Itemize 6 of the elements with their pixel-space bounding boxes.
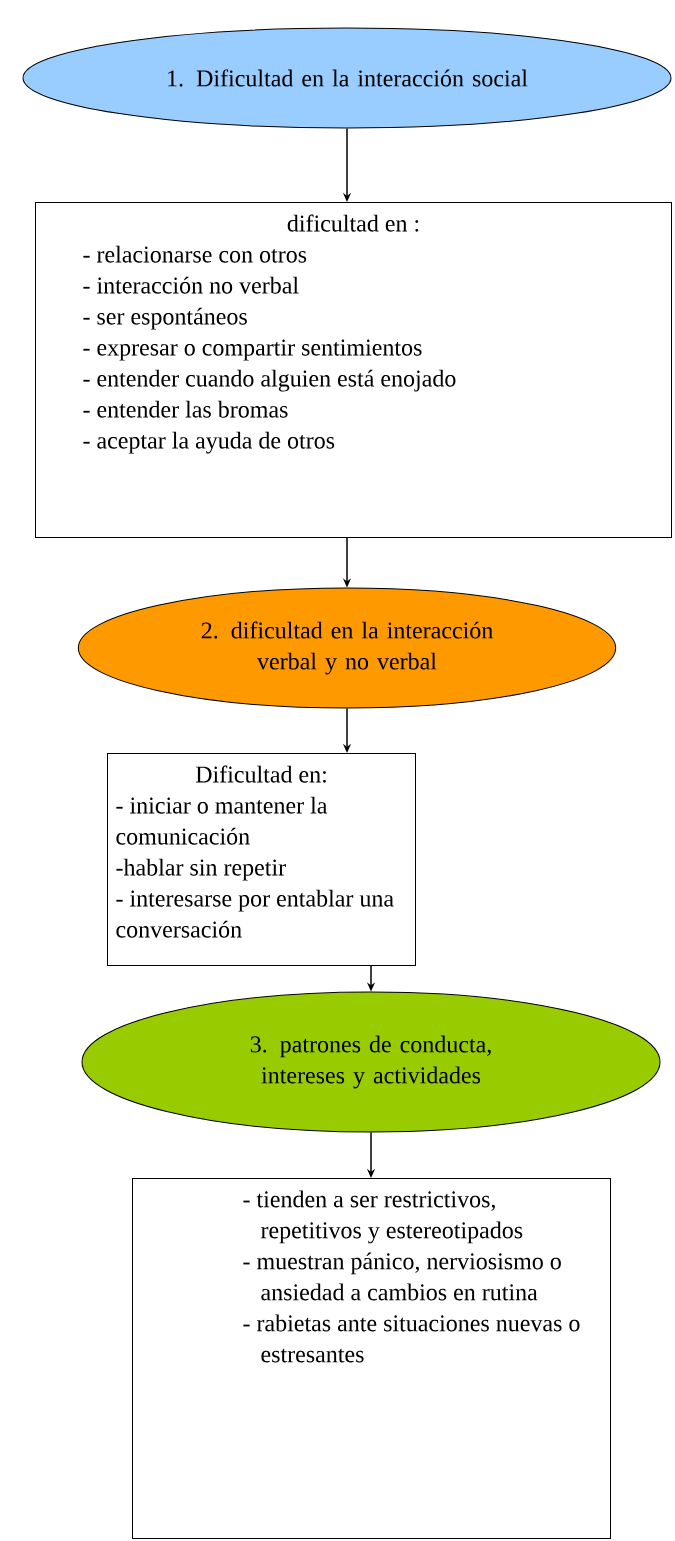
ellipse-node: 1. Dificultad en la interacción social bbox=[22, 27, 672, 129]
text-box: - tienden a ser restrictivos, repetitivos y estereotipados - muestran pánico, nerviosismo o ansiedad a cambios en rutina - rabietas ante situaciones nuevas o estresantes bbox=[132, 1178, 611, 1539]
text-box: dificultad en : - relacionarse con otros - interacción no verbal - ser espontáneos - expresar o compartir sentimientos - entender cuando alguien está enojado - entender las bromas - aceptar la ayuda de otros bbox=[35, 202, 672, 538]
ellipse-node: 3. patrones de conducta, intereses y actividades bbox=[81, 991, 661, 1133]
text-box: Dificultad en: - iniciar o mantener la comunicación -hablar sin repetir - interesarse por entablar una conversación bbox=[107, 753, 416, 966]
ellipse-node: 2. dificultad en la interacción verbal y no verbal bbox=[77, 587, 617, 709]
